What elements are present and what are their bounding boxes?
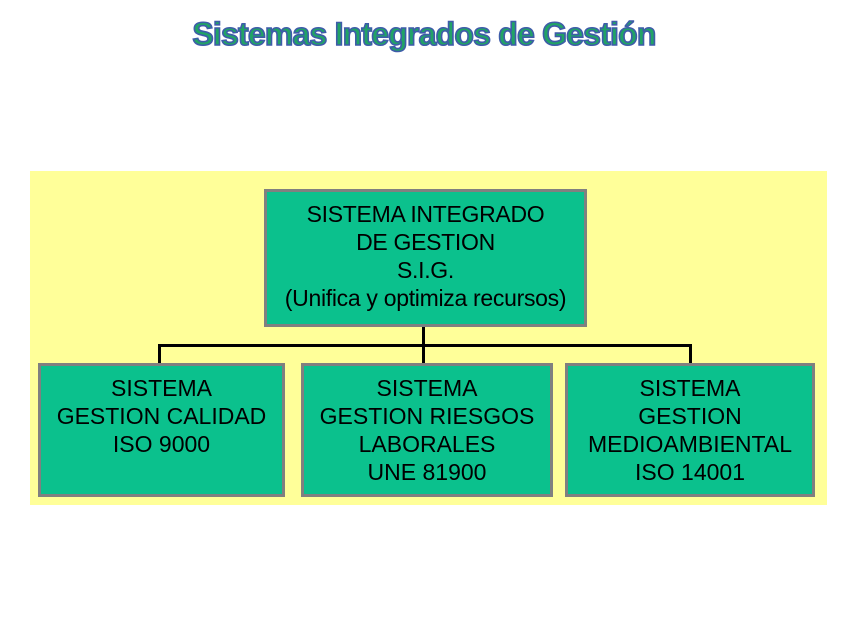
page-title: Sistemas Integrados de Gestión — [192, 15, 658, 53]
node-line: ISO 9000 — [112, 431, 211, 457]
node-line: DE GESTION — [356, 229, 495, 255]
node-line: UNE 81900 — [367, 459, 487, 485]
node-sistema-integrado-de-gestion: SISTEMA INTEGRADO DE GESTION S.I.G. (Uni… — [264, 189, 587, 327]
connector-right-drop — [689, 344, 692, 365]
node-line: GESTION RIESGOS — [319, 403, 535, 429]
connector-left-drop — [158, 344, 161, 365]
node-sistema-gestion-riesgos-laborales: SISTEMA GESTION RIESGOS LABORALES UNE 81… — [301, 363, 553, 497]
node-sistema-gestion-calidad: SISTEMA GESTION CALIDAD ISO 9000 — [38, 363, 285, 497]
node-line: SISTEMA — [639, 375, 741, 401]
node-line: GESTION — [638, 403, 742, 429]
connector-root-vertical — [422, 327, 425, 367]
connector-horizontal — [158, 344, 692, 347]
node-line: SISTEMA — [111, 375, 212, 401]
node-line: SISTEMA — [376, 375, 478, 401]
node-line: ISO 14001 — [635, 459, 745, 485]
node-line: SISTEMA INTEGRADO — [306, 201, 545, 227]
diagram-panel: SISTEMA INTEGRADO DE GESTION S.I.G. (Uni… — [30, 171, 827, 505]
node-line: MEDIOAMBIENTAL — [587, 431, 793, 457]
node-sistema-gestion-medioambiental: SISTEMA GESTION MEDIOAMBIENTAL ISO 14001 — [565, 363, 815, 497]
node-line: GESTION CALIDAD — [56, 403, 267, 429]
node-line: (Unifica y optimiza recursos) — [284, 285, 567, 311]
node-line: LABORALES — [358, 431, 496, 457]
node-line: S.I.G. — [397, 257, 454, 283]
